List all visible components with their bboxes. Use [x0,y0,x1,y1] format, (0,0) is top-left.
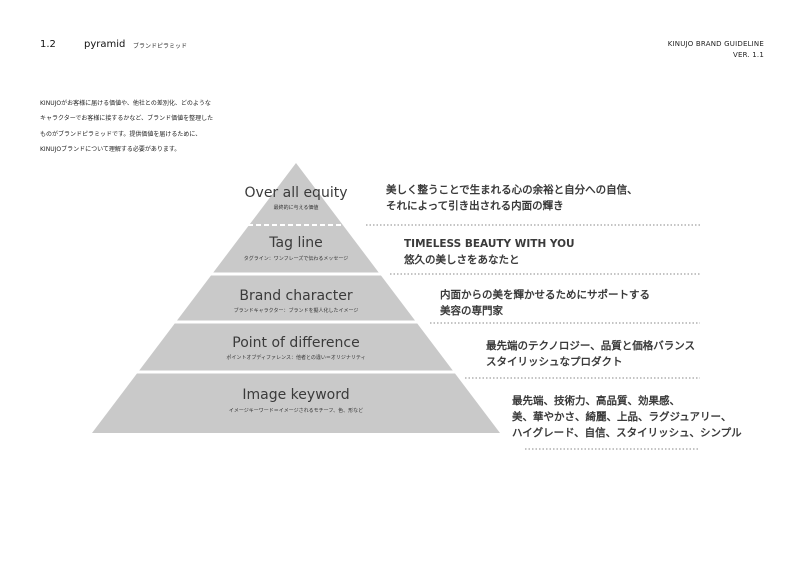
description-line: ハイグレード、自信、スタイリッシュ、シンプル [512,427,742,439]
level-subtitle-tag-line: タグライン：ワンフレーズで伝わるメッセージ [243,256,349,262]
level-title-point-of-difference: Point of difference [232,335,360,351]
level-title-overall-equity: Over all equity [244,185,348,201]
level-title-brand-character: Brand character [239,288,353,304]
description-line: スタイリッシュなプロダクト [486,356,623,368]
level-subtitle-brand-character: ブランドキャラクター：ブランドを擬人化したイメージ [233,308,359,314]
pyramid-shape [92,163,500,433]
description-line: それによって引き出される内面の輝き [386,200,564,212]
level-description-image-keyword: 最先端、技術力、高品質、効果感、 美、華やかさ、綺麗、上品、ラグジュアリー、 ハ… [512,393,742,441]
intro-paragraph: KINUJOがお客様に届ける価値や、他社との差別化、どのようなキャラクターでお客… [40,100,214,153]
level-subtitle-image-keyword: イメージキーワード＝イメージされるモチーフ、色、形など [228,408,364,414]
document-title-block: KINUJO BRAND GUIDELINE VER. 1.1 [668,39,764,61]
section-number: 1.2 [40,39,56,50]
level-description-tag-line: TIMELESS BEAUTY WITH YOU 悠久の美しさをあなたと [404,236,575,268]
description-line: 悠久の美しさをあなたと [404,254,520,266]
description-line: 美容の専門家 [440,305,503,317]
document-version: VER. 1.1 [732,51,764,59]
description-line: 内面からの美を輝かせるためにサポートする [440,289,650,301]
description-line: 美、華やかさ、綺麗、上品、ラグジュアリー、 [512,411,732,423]
section-subtitle: ブランドピラミッド [133,43,188,50]
level-description-overall-equity: 美しく整うことで生まれる心の余裕と自分への自信、 それによって引き出される内面の… [386,182,638,214]
level-description-brand-character: 内面からの美を輝かせるためにサポートする 美容の専門家 [440,287,650,319]
level-description-point-of-difference: 最先端のテクノロジー、品質と価格バランス スタイリッシュなプロダクト [486,338,695,370]
description-line: 最先端のテクノロジー、品質と価格バランス [486,340,696,352]
description-line: 最先端、技術力、高品質、効果感、 [512,395,680,407]
description-line: 美しく整うことで生まれる心の余裕と自分への自信、 [386,184,638,196]
description-line: TIMELESS BEAUTY WITH YOU [404,238,575,250]
level-subtitle-point-of-difference: ポイントオブディファレンス：他者との違い＝オリジナリティ [226,355,366,361]
section-title: pyramid [84,39,126,50]
level-title-tag-line: Tag line [269,235,323,251]
document-title: KINUJO BRAND GUIDELINE [667,40,764,48]
level-subtitle-overall-equity: 最終的に与える価値 [273,205,319,211]
level-title-image-keyword: Image keyword [242,387,350,403]
